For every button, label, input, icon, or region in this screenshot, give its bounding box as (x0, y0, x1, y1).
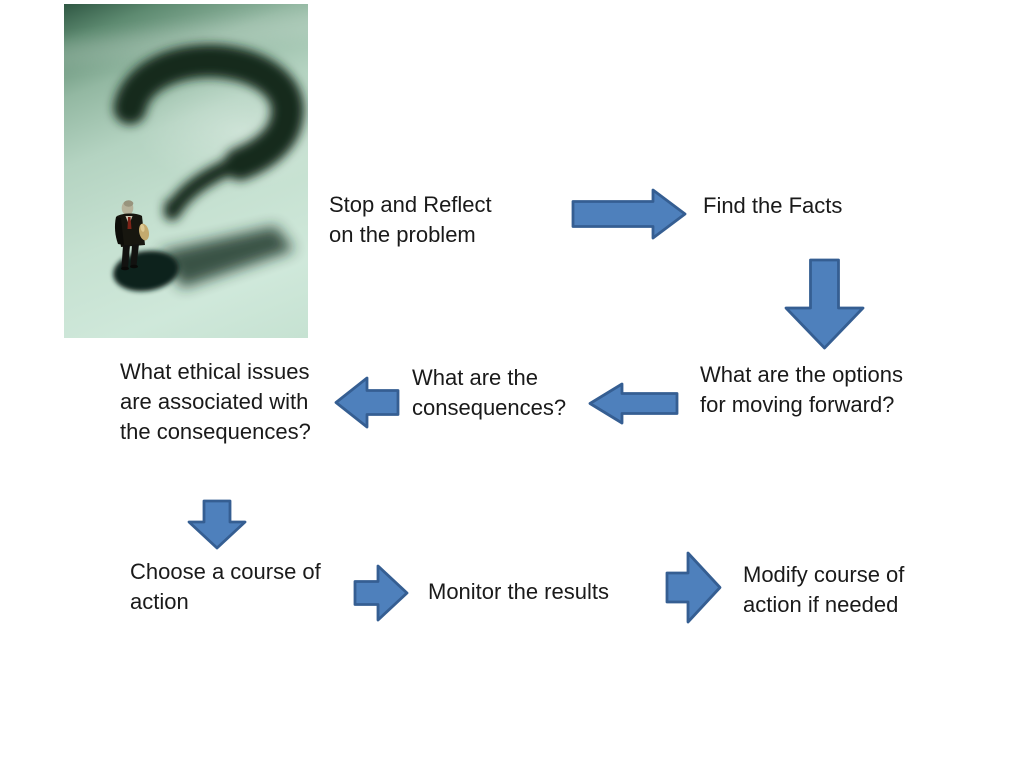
step-stop-and-reflect: Stop and Reflect on the problem (329, 192, 492, 247)
step-monitor-results: Monitor the results (428, 579, 609, 604)
arrow-choose-to-monitor-icon (353, 564, 409, 622)
arrow-consequences-to-ethical-icon (334, 376, 400, 429)
step-ethical-issues: What ethical issues are associated with … (120, 359, 311, 444)
question-mark-shadow (113, 44, 305, 221)
question-mark-photo-art (64, 5, 308, 292)
arrow-monitor-to-modify-icon (665, 551, 722, 624)
figurine-cast-shadow (159, 226, 294, 288)
arrow-ethical-to-choose-icon (187, 499, 247, 550)
step-options-forward: What are the options for moving forward? (700, 362, 904, 417)
step-modify-course: Modify course of action if needed (743, 562, 905, 617)
arrow-stop-to-facts-icon (571, 188, 687, 240)
businessman-figurine (114, 200, 150, 271)
question-mark-photo (64, 4, 308, 338)
question-mark-dot (113, 250, 179, 292)
step-consequences: What are the consequences? (412, 365, 567, 420)
step-choose-course: Choose a course of action (130, 559, 321, 614)
arrow-facts-to-options-icon (784, 258, 865, 350)
arrow-options-to-consequences-icon (588, 382, 679, 425)
light-streak (64, 5, 308, 71)
step-find-the-facts: Find the Facts (703, 193, 843, 218)
